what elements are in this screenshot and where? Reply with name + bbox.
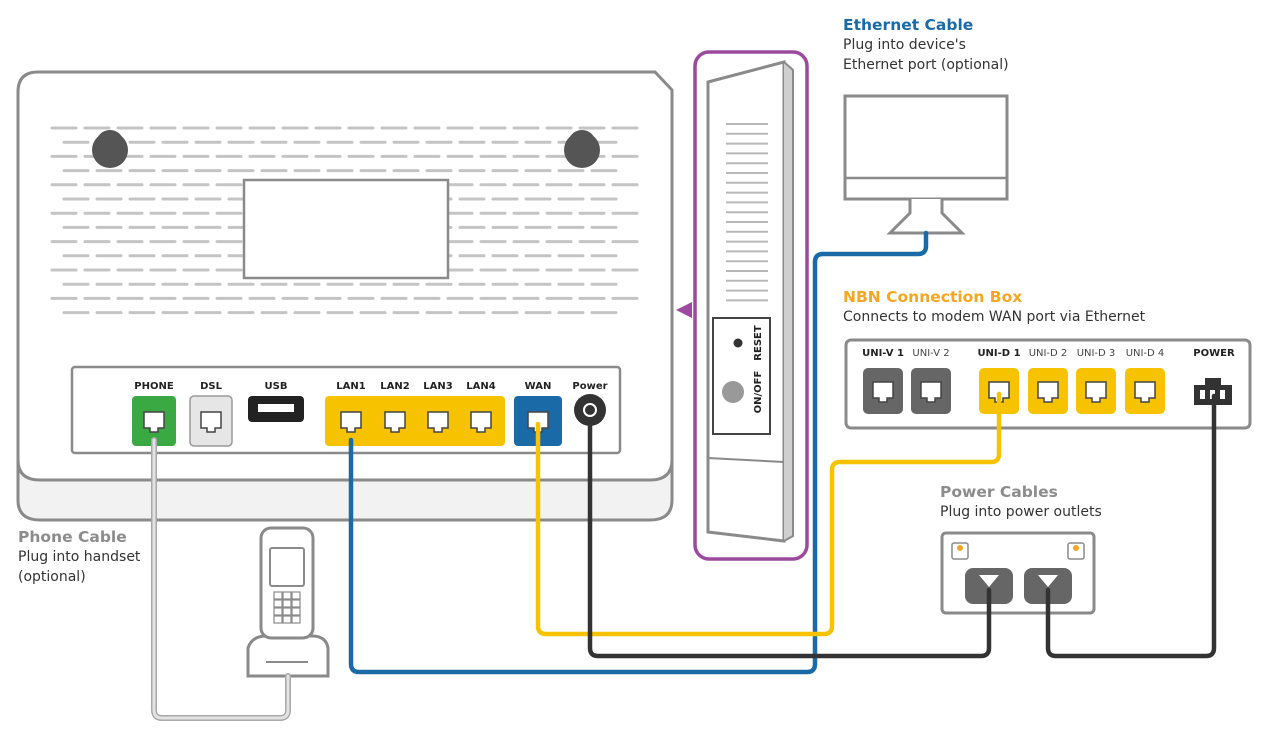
phone-cable-desc-1: Plug into handset (18, 549, 141, 565)
ethernet-cable (348, 230, 929, 675)
keypad-key (291, 607, 301, 616)
phone-cable-callout: Phone Cable Plug into handset (optional) (18, 527, 140, 587)
uni-d3-label: UNI-D 3 (1077, 348, 1116, 359)
power-cables-callout: Power Cables Plug into power outlets (940, 482, 1102, 522)
uni-d4-label: UNI-D 4 (1126, 348, 1165, 359)
side-vent-slots (726, 123, 768, 302)
keypad-key (291, 599, 301, 608)
reset-label: RESET (753, 325, 764, 361)
keypad-key (282, 607, 292, 616)
uni-v2-label: UNI-V 2 (912, 348, 949, 359)
power-outlet (940, 531, 1096, 615)
cables (151, 230, 1217, 721)
wan-cable (535, 391, 1002, 637)
keypad-key (273, 599, 283, 608)
phone-keypad (273, 591, 301, 624)
keypad-key (282, 615, 292, 624)
dsl-port-label: DSL (200, 381, 223, 392)
phone-cable-title: Phone Cable (18, 528, 127, 546)
keypad-key (291, 591, 301, 600)
lan4-port-label: LAN4 (466, 381, 495, 392)
usb-port-label: USB (265, 381, 288, 392)
uni-d2-label: UNI-D 2 (1029, 348, 1068, 359)
keypad-key (273, 615, 283, 624)
nbn-box-desc-1: Connects to modem WAN port via Ethernet (843, 309, 1146, 325)
lan3-port-label: LAN3 (423, 381, 452, 392)
keypad-key (273, 607, 283, 616)
modem-port-panel: PHONE DSL USB LAN1 LAN2 LAN3 LAN4 WAN Po… (70, 365, 622, 455)
modem-power-cable (587, 417, 992, 659)
power-cables-title: Power Cables (940, 483, 1058, 501)
on-off-label: ON/OFF (753, 371, 764, 414)
phone-handset (246, 526, 330, 678)
lan-port-group[interactable] (325, 396, 505, 446)
on-off-button[interactable] (722, 381, 744, 403)
keypad-key (282, 591, 292, 600)
ethernet-cable-title: Ethernet Cable (843, 16, 974, 34)
ethernet-cable-desc-2: Ethernet port (optional) (843, 57, 1009, 73)
nbn-box-callout: NBN Connection Box Connects to modem WAN… (843, 287, 1145, 327)
keypad-key (282, 599, 292, 608)
wan-port-label: WAN (525, 381, 552, 392)
lan1-port-label: LAN1 (336, 381, 365, 392)
phone-port-label: PHONE (134, 381, 174, 392)
side-button-panel (712, 317, 771, 435)
keypad-key (291, 615, 301, 624)
phone-cable-desc-2: (optional) (18, 569, 86, 585)
modem-side-view: RESET ON/OFF (676, 50, 809, 561)
power-jack[interactable] (574, 394, 606, 426)
uni-d1-label: UNI-D 1 (977, 348, 1020, 359)
nbn-power-cable (1045, 393, 1217, 659)
computer-monitor (843, 94, 1009, 235)
ethernet-cable-callout: Ethernet Cable Plug into device's Ethern… (843, 15, 1009, 75)
nbn-connection-box: UNI-V 1 UNI-V 2 UNI-D 1 UNI-D 2 UNI-D 3 … (844, 338, 1252, 430)
nbn-power-label: POWER (1193, 348, 1235, 359)
nbn-box-title: NBN Connection Box (843, 288, 1023, 306)
reset-button[interactable] (733, 338, 743, 348)
power-cables-desc-1: Plug into power outlets (940, 504, 1102, 520)
lan2-port-label: LAN2 (380, 381, 409, 392)
modem-label-window (242, 178, 450, 280)
uni-v1-label: UNI-V 1 (862, 348, 904, 359)
power-port-label: Power (572, 381, 607, 392)
ethernet-cable-desc-1: Plug into device's (843, 37, 966, 53)
keypad-key (273, 591, 283, 600)
